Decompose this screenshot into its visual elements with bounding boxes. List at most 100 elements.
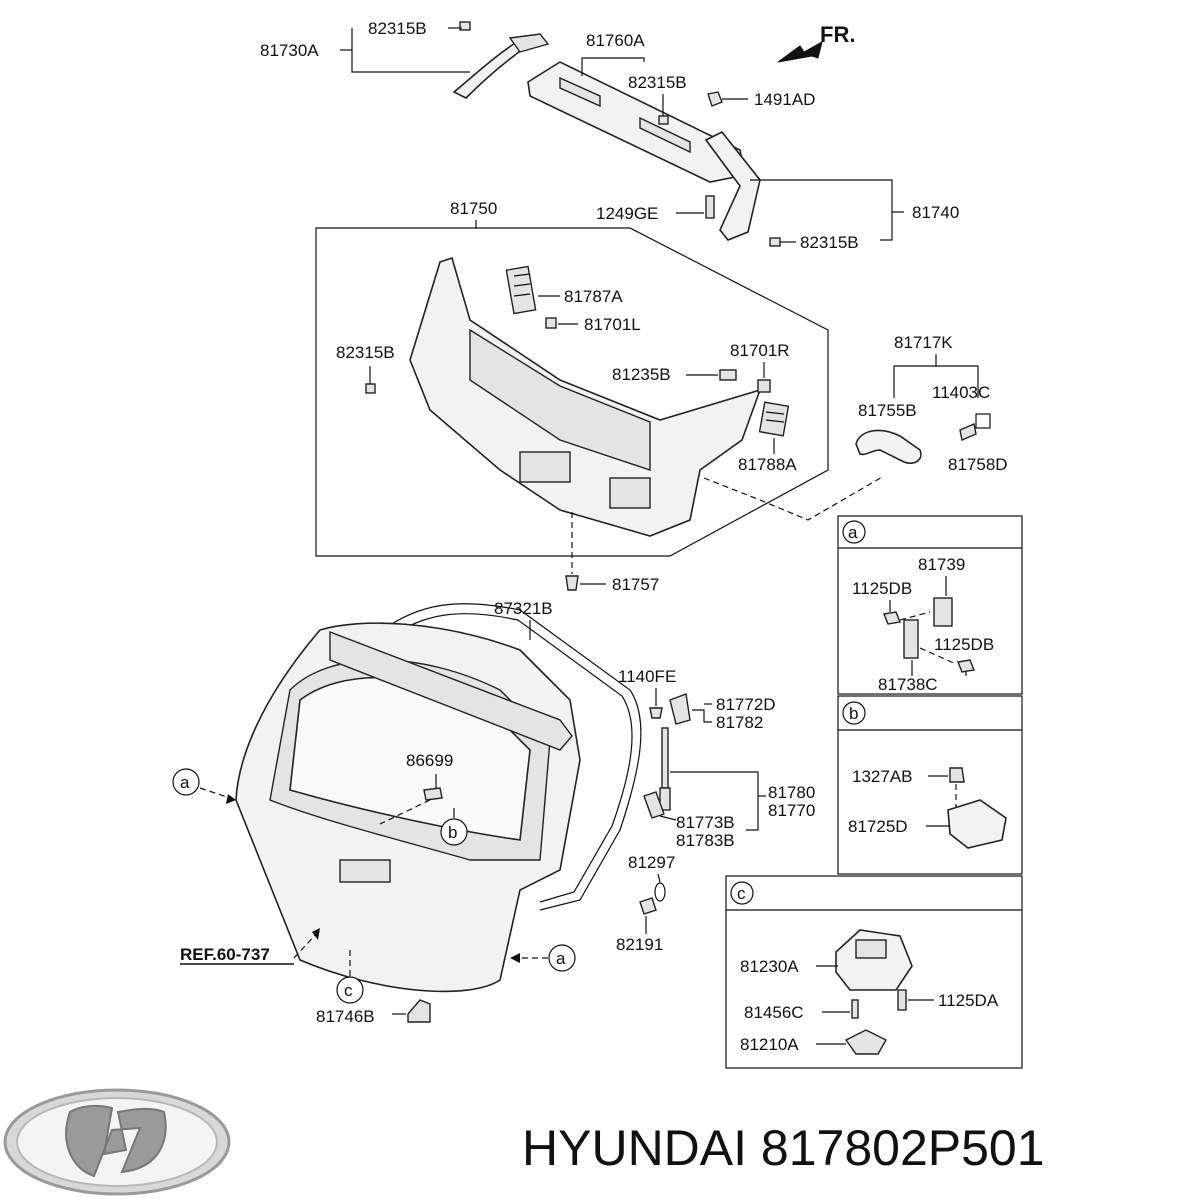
inset-b-tag: b: [849, 704, 858, 723]
part-label: 1125DB: [934, 635, 994, 654]
callout-a-text: a: [180, 773, 190, 792]
part-label: 81738C: [878, 675, 938, 694]
part-label: 1327AB: [852, 767, 913, 786]
bumper-81746b: [407, 999, 431, 1023]
part-label: 81725D: [848, 817, 908, 836]
part-label: 1249GE: [596, 204, 658, 223]
part-label: 81770: [768, 801, 815, 820]
part-label: 81783B: [676, 831, 735, 850]
callout-c-text: c: [344, 981, 353, 1000]
part-label: 81297: [628, 853, 675, 872]
clip-icon: [565, 575, 579, 591]
callout-c: [336, 976, 364, 1004]
part-label: 81210A: [740, 1035, 799, 1054]
screw-icon: [957, 659, 975, 673]
bracket-81739: [933, 597, 953, 627]
screw-icon: [705, 195, 715, 219]
bracket-81772d: [669, 693, 691, 725]
callout-a: [548, 944, 576, 972]
tailgate-body: [235, 622, 581, 993]
part-label: 82191: [616, 935, 663, 954]
clip-icon: [757, 379, 771, 393]
clip-icon: [459, 21, 471, 31]
clip-icon: [769, 237, 781, 247]
part-label: 82315B: [800, 233, 859, 252]
part-label: 81456C: [744, 1003, 804, 1022]
clip-icon: [365, 383, 376, 394]
part-label: 81230A: [740, 957, 799, 976]
callout-a: [172, 768, 200, 796]
inset-c-tag: c: [737, 884, 746, 903]
part-label: 81788A: [738, 455, 797, 474]
part-label: 81782: [716, 713, 763, 732]
nut-icon: [949, 767, 965, 783]
screw-icon: [883, 611, 901, 625]
inset-c: c 81230A 81456C 1125DA 81210A: [725, 875, 1023, 1069]
striker-81725d: [947, 799, 1007, 849]
handle-81755b: [855, 429, 922, 465]
part-label: 86699: [406, 751, 453, 770]
screw-icon: [423, 787, 443, 801]
gas-strut-81780: [659, 727, 671, 811]
callout-b-text: b: [448, 823, 457, 842]
part-label: 81750: [450, 199, 497, 218]
part-label: 81772D: [716, 695, 776, 714]
part-label: 81740: [912, 203, 959, 222]
trim-81760a: [527, 61, 746, 183]
callout-b: [440, 818, 468, 846]
inner-trim-panel-81750: [409, 256, 762, 537]
clip-icon: [719, 369, 737, 381]
part-label: 81717K: [894, 333, 953, 352]
weatherstrip-87321b: [379, 603, 642, 911]
part-label: 82315B: [336, 343, 395, 362]
part-label: 81758D: [948, 455, 1008, 474]
part-label: 1491AD: [754, 90, 815, 109]
part-label: 81235B: [612, 365, 671, 384]
part-label: 81760A: [586, 31, 645, 50]
callout-a-text: a: [556, 949, 566, 968]
part-label: 81701R: [730, 341, 790, 360]
part-label: 81757: [612, 575, 659, 594]
part-label: 1125DA: [938, 991, 999, 1010]
clip-icon: [545, 317, 557, 329]
latch-81230a: [835, 929, 913, 991]
front-direction-label: FR.: [820, 22, 855, 47]
part-label: 81701L: [584, 315, 641, 334]
part-label: 81746B: [316, 1007, 375, 1026]
trim-81740: [704, 130, 761, 241]
inset-a: a 81739 1125DB 1125DB 81738C: [837, 515, 1023, 695]
screw-icon: [897, 989, 907, 1011]
part-label: 81730A: [260, 41, 319, 60]
vent-81788a: [758, 401, 790, 437]
screw-icon: [649, 707, 663, 719]
part-label: 82315B: [628, 73, 687, 92]
cap-icon: [707, 91, 723, 107]
part-label: 82315B: [368, 19, 427, 38]
bumper-stop-icon: [639, 897, 657, 915]
plate-81738c: [903, 619, 919, 659]
screw-icon: [851, 999, 859, 1019]
part-label: 81739: [918, 555, 965, 574]
inset-a-tag: a: [848, 523, 858, 542]
part-label: 1140FE: [618, 667, 676, 686]
part-label: 81780: [768, 783, 815, 802]
grommet-icon: [654, 882, 666, 902]
bracket-81210a: [844, 1029, 887, 1055]
part-label: 81787A: [564, 287, 623, 306]
bracket-81773b: [643, 791, 665, 819]
part-label: 81755B: [858, 401, 917, 420]
trim-81730a: [452, 33, 550, 99]
hyundai-logo-icon: [3, 1088, 231, 1196]
inset-b: b 1327AB 81725D: [837, 695, 1023, 875]
part-label: 81773B: [676, 813, 735, 832]
screw-icon: [959, 423, 977, 441]
part-label: 11403C: [932, 383, 990, 402]
front-direction-arrow-icon: [777, 41, 823, 63]
cap-icon: [975, 413, 991, 429]
part-label: 1125DB: [852, 579, 912, 598]
panel-group-box: [315, 227, 829, 557]
clip-icon: [658, 115, 669, 125]
vent-81787a: [505, 265, 537, 315]
brand-part-number: HYUNDAI 817802P501: [522, 1120, 1045, 1176]
